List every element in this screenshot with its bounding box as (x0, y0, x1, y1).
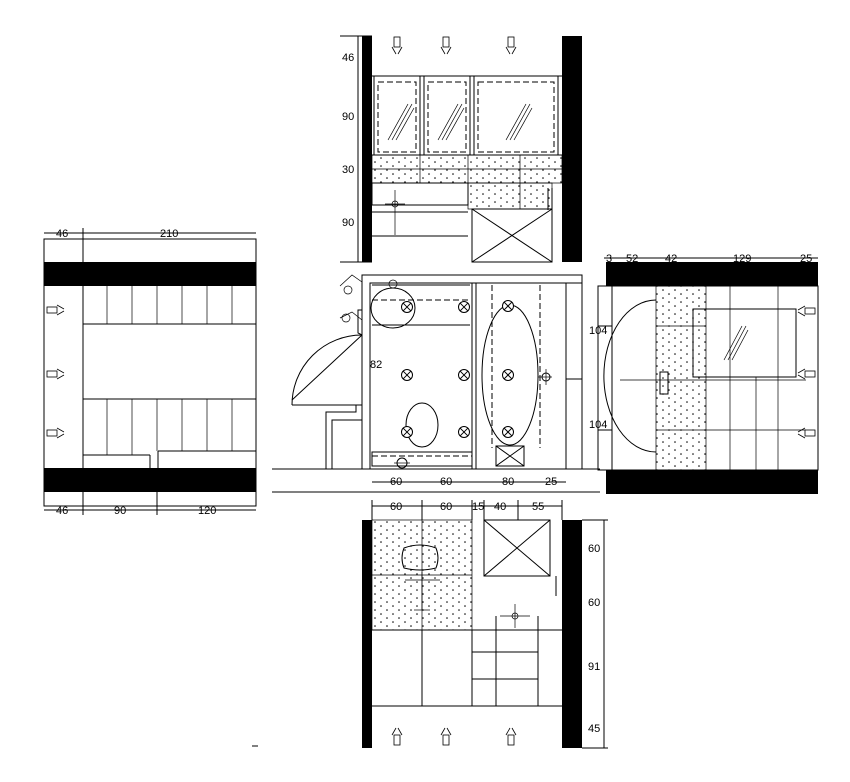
dim-label: 42 (665, 253, 677, 265)
dim-label: 45 (588, 723, 600, 735)
left-wall (362, 520, 372, 748)
ceiling-light-icon (502, 426, 514, 438)
right-wall (562, 520, 582, 748)
dim-label: 90 (342, 111, 354, 123)
dim-label: 60 (588, 543, 600, 555)
ceiling-light-icon (502, 369, 514, 381)
dim-label: 104 (589, 325, 607, 337)
wall-light-icon (440, 36, 452, 55)
dim-label: 60 (588, 597, 600, 609)
dim-label: 52 (626, 253, 638, 265)
dim-label: 46 (56, 228, 68, 240)
dim-label: 46 (56, 505, 68, 517)
wall-light-icon (797, 305, 816, 317)
dim-label: 90 (114, 505, 126, 517)
ceiling-light-icon (458, 369, 470, 381)
dim-label: 25 (545, 476, 557, 488)
ceiling-light-icon (502, 300, 514, 312)
ceiling-light-icon (458, 426, 470, 438)
dim-label: 30 (342, 164, 354, 176)
wall-light-icon (46, 427, 65, 439)
dim-label: 104 (589, 419, 607, 431)
ceiling-band (44, 262, 256, 286)
wall-light-icon (46, 304, 65, 316)
wall-light-icon (46, 368, 65, 380)
floor-band (606, 470, 818, 494)
wall-light-icon (440, 727, 452, 746)
dim-label: 80 (502, 476, 514, 488)
left-elevation (43, 228, 257, 515)
dim-label: 25 (800, 253, 812, 265)
ceiling-band (606, 262, 818, 286)
floor-plan (272, 274, 600, 493)
wall-light-icon (505, 36, 517, 55)
dim-label: 60 (390, 476, 402, 488)
dim-label: 90 (342, 217, 354, 229)
wall-light-icon (391, 36, 403, 55)
dim-label: 3 (606, 253, 612, 265)
dim-label: 40 (494, 501, 506, 513)
dim-label: 15 (472, 501, 484, 513)
ceiling-light-icon (401, 369, 413, 381)
wall-light-icon (505, 727, 517, 746)
right-elevation (597, 257, 819, 494)
wall-light-icon (391, 727, 403, 746)
top-elevation (340, 35, 582, 263)
floor-band (44, 468, 256, 492)
dim-label: 129 (733, 253, 751, 265)
mirror-icon (387, 103, 533, 141)
dim-label: 46 (342, 52, 354, 64)
ceiling-light-icon (401, 301, 413, 313)
dim-label: 60 (440, 476, 452, 488)
ceiling-light-icon (401, 426, 413, 438)
dim-label: 55 (532, 501, 544, 513)
dim-label: 91 (588, 661, 600, 673)
right-wall (562, 36, 582, 262)
wall-light-icon (797, 427, 816, 439)
left-wall (362, 36, 372, 262)
mirror-icon (723, 325, 749, 361)
dim-label: 60 (390, 501, 402, 513)
dim-label: 82 (370, 359, 382, 371)
wall-light-icon (797, 368, 816, 380)
dim-label: 60 (440, 501, 452, 513)
dim-label: 120 (198, 505, 216, 517)
ceiling-light-icon (458, 301, 470, 313)
dim-label: 210 (160, 228, 178, 240)
dimension-labels: 46 90 30 90 46 210 46 90 120 82 60 60 80… (56, 52, 812, 735)
bottom-elevation (252, 500, 608, 749)
